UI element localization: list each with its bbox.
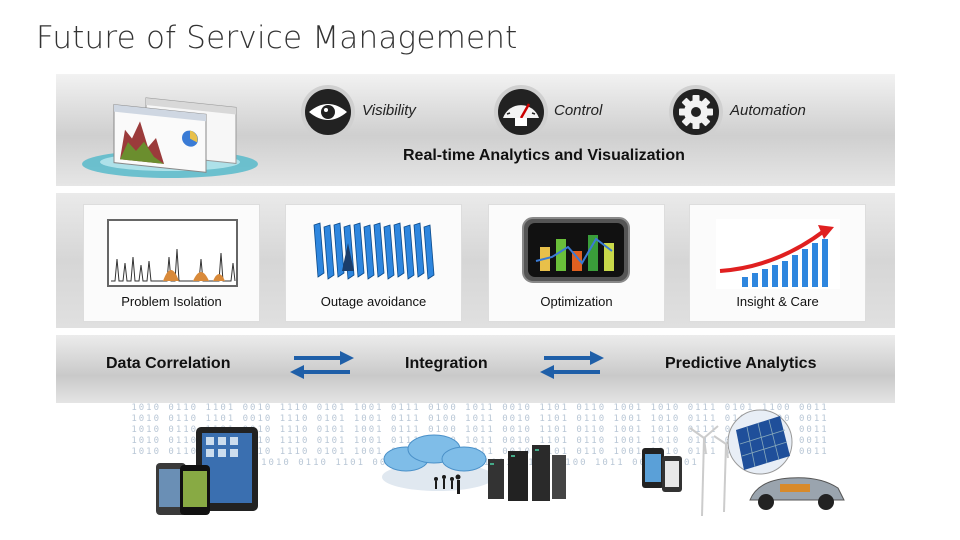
realtime-analytics-label: Real-time Analytics and Visualization bbox=[403, 147, 685, 164]
optimization-label: Optimization bbox=[540, 294, 613, 309]
problem-isolation-card: Problem Isolation bbox=[83, 204, 260, 322]
automation-label: Automation bbox=[730, 102, 806, 119]
eye-icon bbox=[301, 85, 355, 139]
visibility-label: Visibility bbox=[362, 102, 416, 119]
insight-care-card: Insight & Care bbox=[689, 204, 866, 322]
data-correlation-label: Data Correlation bbox=[106, 355, 231, 372]
smart-grid-illustration bbox=[642, 409, 845, 517]
optimization-chart-icon bbox=[522, 217, 630, 283]
predictive-analytics-label: Predictive Analytics bbox=[665, 355, 817, 372]
gear-icon bbox=[669, 85, 723, 139]
outage-avoidance-card: Outage avoidance bbox=[285, 204, 462, 322]
integration-label: Integration bbox=[405, 355, 488, 372]
cloud-integration-illustration bbox=[382, 434, 566, 501]
integration-band bbox=[56, 335, 895, 403]
gauge-icon bbox=[494, 85, 548, 139]
mobile-devices-illustration bbox=[156, 427, 258, 515]
servers-stack-icon bbox=[313, 222, 435, 280]
dashboard-illustration bbox=[82, 97, 258, 178]
isolation-chart-icon bbox=[107, 219, 238, 287]
optimization-card: Optimization bbox=[488, 204, 665, 322]
control-label: Control bbox=[554, 102, 603, 119]
exchange-arrows-icon bbox=[540, 351, 604, 379]
outage-avoidance-label: Outage avoidance bbox=[320, 294, 427, 309]
insight-care-label: Insight & Care bbox=[736, 294, 819, 309]
growth-chart-icon bbox=[716, 219, 840, 289]
problem-isolation-label: Problem Isolation bbox=[121, 294, 222, 309]
page-title: Future of Service Management bbox=[36, 20, 518, 56]
exchange-arrows-icon bbox=[290, 351, 354, 379]
